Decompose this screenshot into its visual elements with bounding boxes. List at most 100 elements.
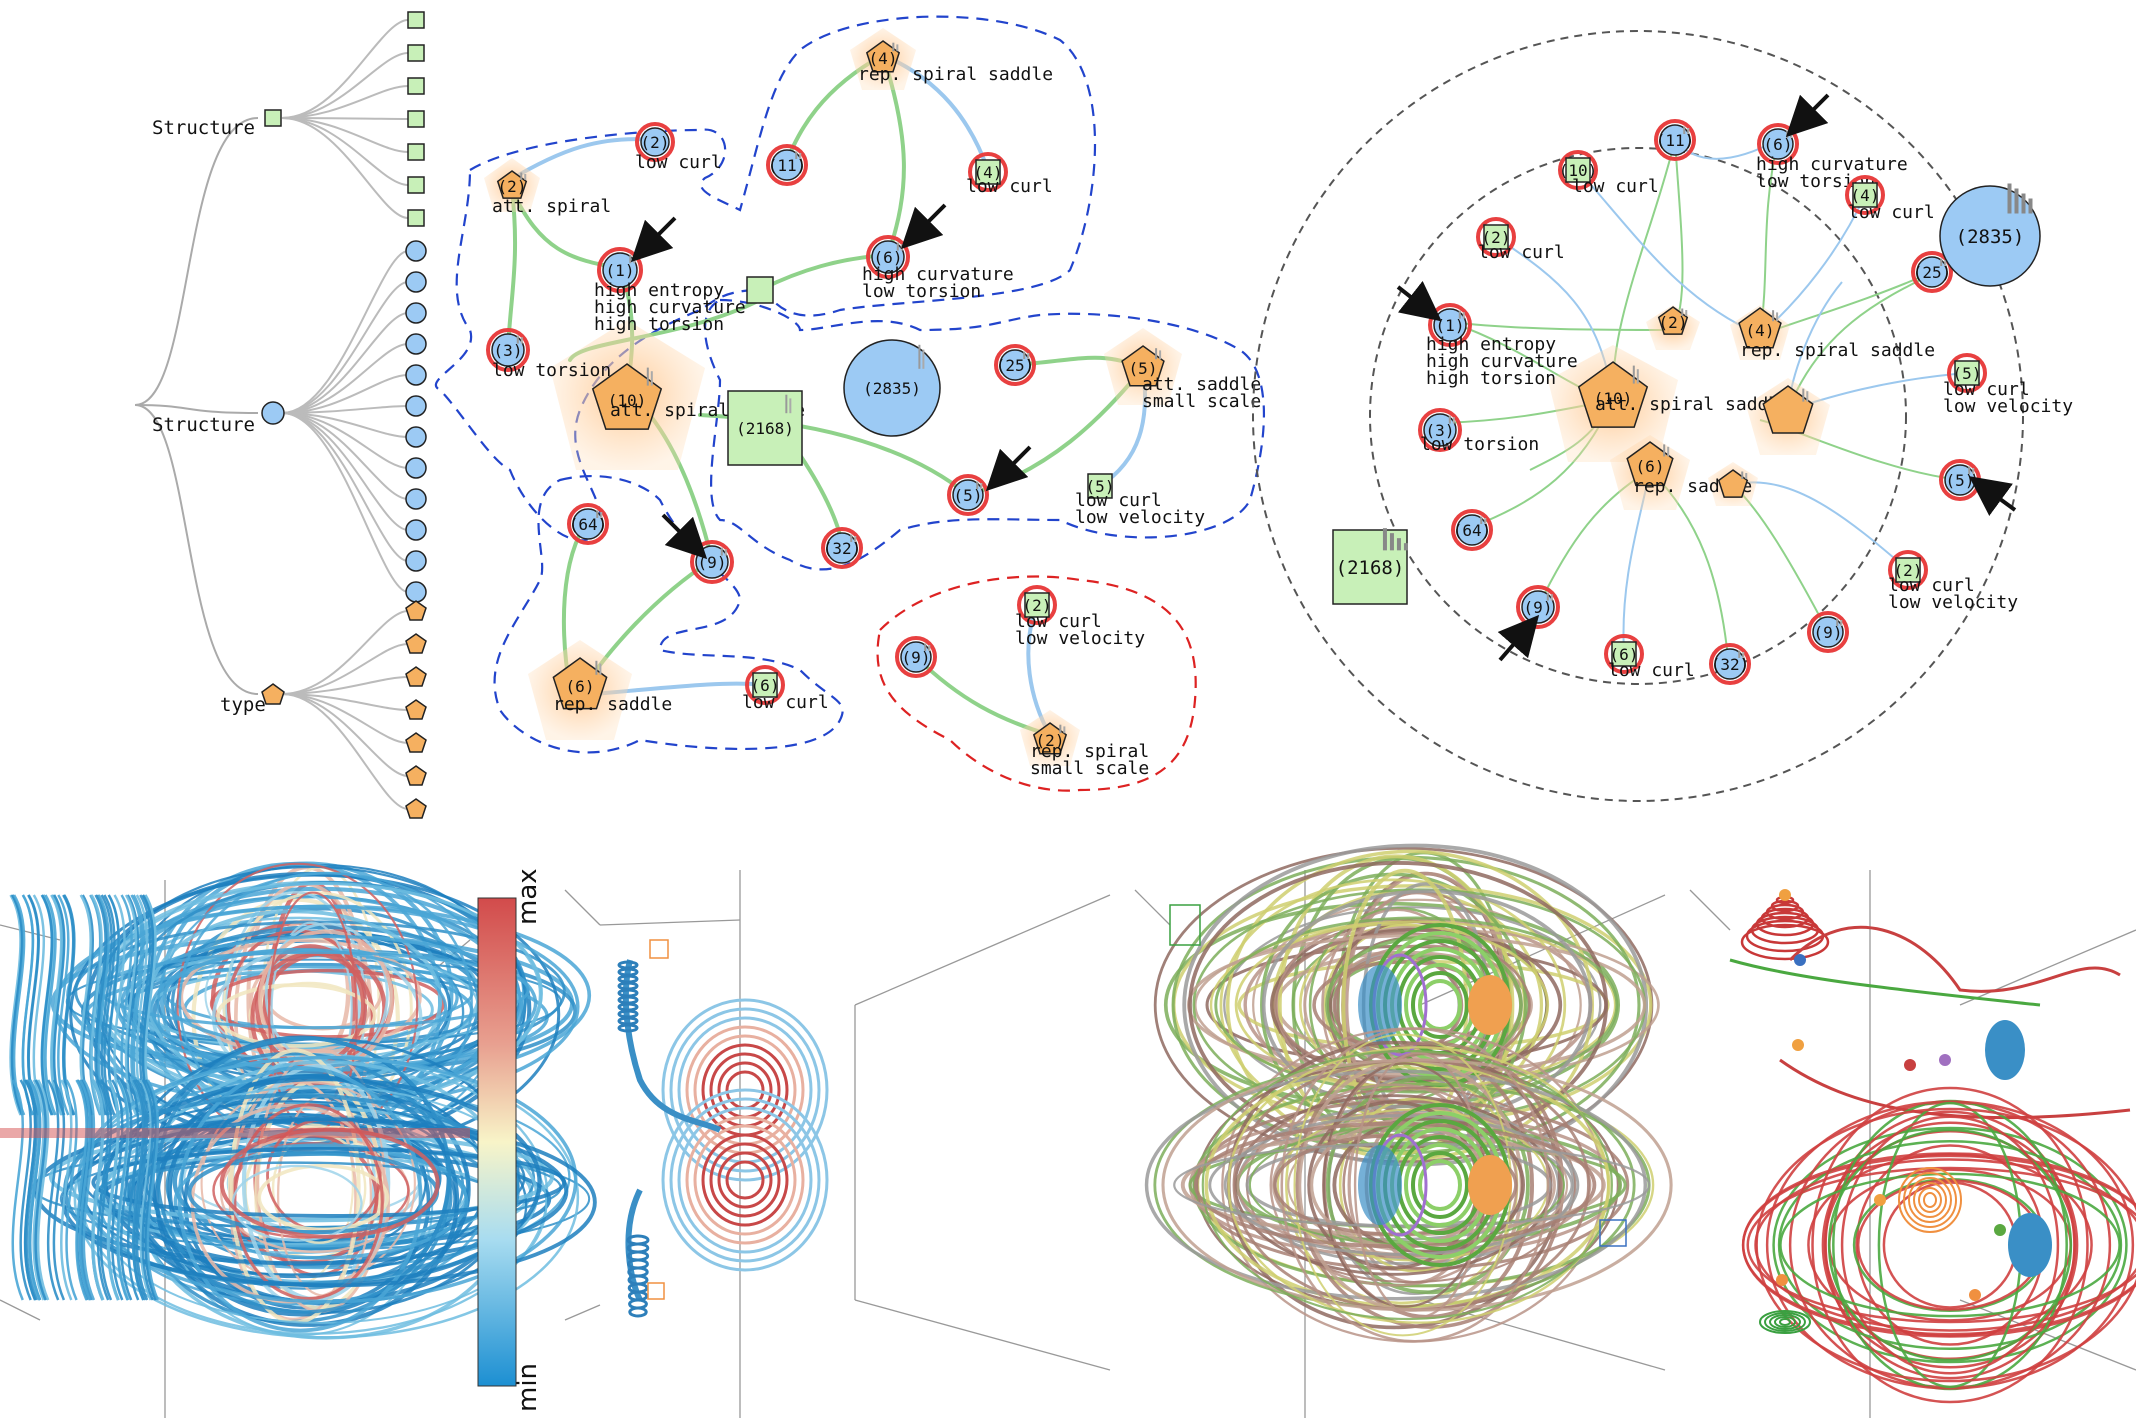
node-c-cir-2-lc[interactable]: (2)low curl: [635, 122, 722, 173]
node-ring: [1888, 550, 1928, 590]
node-r-p10[interactable]: (10)att. spiral saddle: [1577, 361, 1790, 428]
tree-leaf-circle[interactable]: [405, 395, 427, 417]
node-circle: [900, 641, 932, 673]
tree-node-square[interactable]: [264, 109, 282, 127]
node-r-32[interactable]: (32): [1709, 643, 1751, 685]
node-c-sq-2168[interactable]: (2168): [727, 390, 803, 466]
node-c-cir-11[interactable]: (11): [766, 144, 808, 186]
node-c-pen-4-rss[interactable]: (4)rep. spiral saddle: [858, 40, 1053, 85]
tree-leaf-square[interactable]: [407, 143, 425, 161]
node-r-6-lc[interactable]: (6)low curl: [1604, 634, 1695, 681]
node-r-pbig[interactable]: [1762, 385, 1814, 434]
node-c-cir-9b[interactable]: (9): [895, 636, 937, 678]
node-c-cir-9[interactable]: (9): [690, 540, 734, 584]
tree-leaf-circle[interactable]: [405, 426, 427, 448]
node-c-pen-6-rs[interactable]: (6)rep. saddle: [552, 657, 672, 715]
tree-leaf-circle[interactable]: [405, 581, 427, 603]
node-c-cir-25[interactable]: (25): [994, 344, 1036, 386]
tree-leaf-square[interactable]: [407, 44, 425, 62]
tree-leaf-pentagon[interactable]: [405, 765, 427, 786]
node-r-2835[interactable]: (2835): [1939, 183, 2041, 287]
bar-glyph: [1546, 592, 1549, 601]
node-r-9b[interactable]: (9): [1807, 611, 1849, 653]
node-r-25[interactable]: (25): [1911, 251, 1953, 293]
tree-edge: [134, 404, 259, 414]
spiral-ring: [628, 1306, 648, 1318]
tree-leaf-circle[interactable]: [405, 302, 427, 324]
node-c-cir-2835[interactable]: (2835): [843, 339, 941, 437]
node-r-10-lc[interactable]: (10)low curl: [1558, 150, 1659, 197]
tree-leaf-square[interactable]: [407, 209, 425, 227]
node-ring: [745, 665, 785, 705]
node-r-5[interactable]: (5): [1939, 459, 1981, 501]
node-r-4-lc[interactable]: (4)low curl: [1845, 175, 1935, 223]
tree-leaf-pentagon[interactable]: [405, 732, 427, 753]
tree-leaf-circle[interactable]: [405, 333, 427, 355]
node-r-9[interactable]: (9): [1516, 585, 1560, 629]
node-c-sq-4-lc[interactable]: (4)low curl: [966, 152, 1053, 197]
node-circle: [843, 339, 941, 437]
tree-leaf-circle[interactable]: [405, 488, 427, 510]
tree-edge: [281, 52, 409, 119]
node-count: (2): [1023, 596, 1052, 615]
node-r-3-lt[interactable]: (3)low torsion: [1418, 408, 1539, 455]
node-r-p2[interactable]: (2): [1657, 306, 1689, 335]
tree-leaf-pentagon[interactable]: [405, 633, 427, 654]
node-r-psmall[interactable]: [1717, 469, 1749, 498]
tree-leaf-pentagon[interactable]: [405, 666, 427, 687]
tree-leaf-circle[interactable]: [405, 364, 427, 386]
tree-leaf-square[interactable]: [407, 11, 425, 29]
tree-leaf-circle[interactable]: [405, 457, 427, 479]
node-count: (5): [1086, 477, 1115, 496]
streamline: [91, 1146, 567, 1218]
node-c-cir-64[interactable]: (64): [567, 503, 609, 545]
spiral-ring: [1779, 1318, 1791, 1326]
bar-glyph: [1063, 726, 1066, 734]
tree-node-pentagon[interactable]: [261, 683, 285, 705]
tree-leaf-square[interactable]: [407, 176, 425, 194]
node-r-2-lc[interactable]: (2)low curl: [1476, 217, 1565, 263]
tree-leaf-circle[interactable]: [405, 550, 427, 572]
tree-node-circle[interactable]: [261, 401, 285, 425]
tree-leaf-square[interactable]: [407, 110, 425, 128]
tree-leaf-square[interactable]: [407, 77, 425, 95]
bar-glyph: [1772, 310, 1775, 322]
node-r-11[interactable]: (11): [1654, 119, 1696, 161]
tree-leaf-pentagon[interactable]: [405, 699, 427, 720]
node-r-p4[interactable]: (4)rep. spiral saddle: [1738, 307, 1935, 361]
node-c-sq-6-lc[interactable]: (6)low curl: [742, 665, 829, 713]
cone-ring: [1411, 1151, 1469, 1219]
tree-leaf-circle[interactable]: [405, 519, 427, 541]
bar-glyph: [2021, 193, 2026, 214]
tree-leaf-circle[interactable]: [405, 271, 427, 293]
node-c-pen-2-as[interactable]: (2)att. spiral: [492, 170, 611, 217]
bar-glyph: [646, 367, 649, 386]
node-circle: [1433, 308, 1467, 342]
bar-glyph: [976, 481, 979, 489]
node-label: low curl: [1888, 575, 1975, 596]
bar-glyph: [1663, 444, 1666, 457]
node-label: high curvature: [1426, 351, 1578, 372]
node-c-cir-3-lt[interactable]: (3)low torsion: [486, 328, 611, 381]
tree-leaf-pentagon[interactable]: [405, 798, 427, 819]
streamline: [669, 1097, 821, 1263]
tree-leaf-circle[interactable]: [405, 240, 427, 262]
node-c-cir-32[interactable]: (32): [821, 527, 863, 569]
node-c-sq-small[interactable]: [746, 276, 774, 304]
node-count: (6): [1610, 645, 1639, 664]
node-c-cir-5[interactable]: (5): [947, 474, 989, 516]
node-r-2168[interactable]: (2168): [1332, 528, 1408, 605]
tree-leaf-pentagon[interactable]: [405, 600, 427, 621]
spiral-ring: [1903, 1172, 1957, 1228]
node-r-64[interactable]: (64): [1451, 509, 1493, 551]
